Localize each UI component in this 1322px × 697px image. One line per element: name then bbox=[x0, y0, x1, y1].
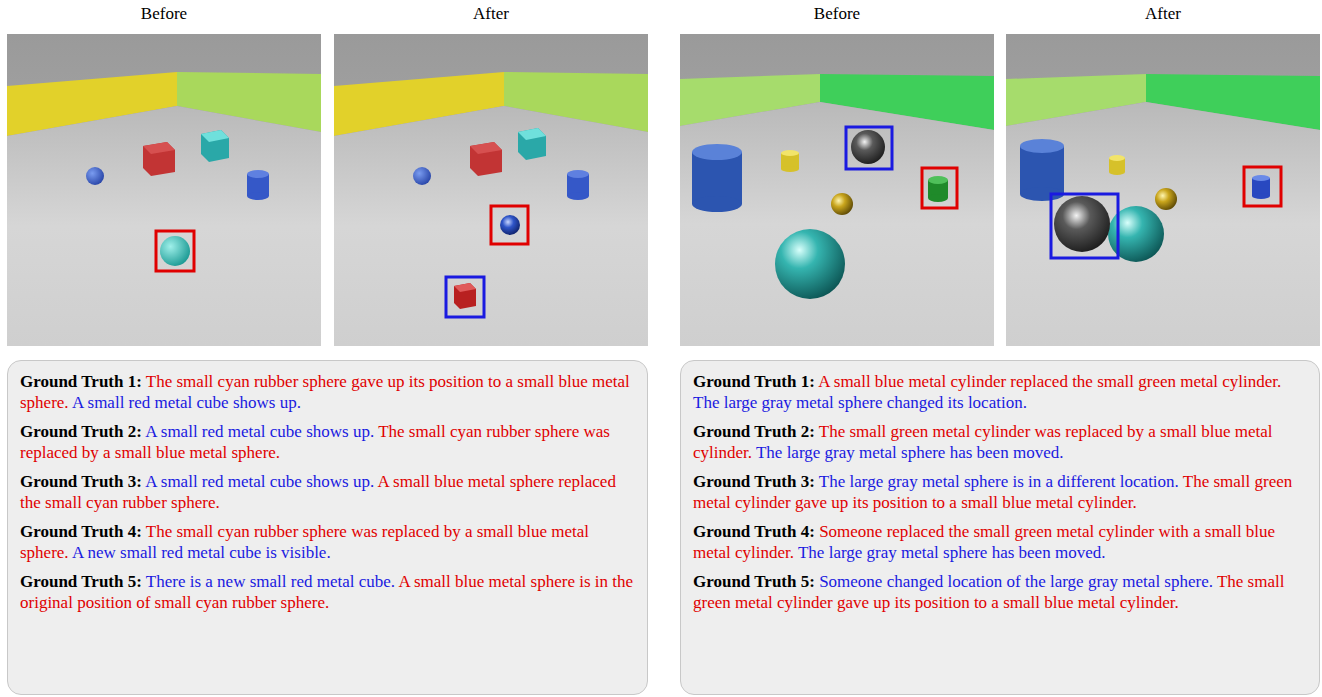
entry-label: Ground Truth 1: bbox=[693, 372, 815, 391]
entry-label: Ground Truth 3: bbox=[20, 472, 142, 491]
ground-truth-entry: Ground Truth 4: Someone replaced the sma… bbox=[693, 521, 1307, 563]
ground-truth-entry: Ground Truth 5: Someone changed location… bbox=[693, 571, 1307, 613]
panel-title: Before bbox=[141, 4, 187, 24]
panel-title: After bbox=[473, 4, 509, 24]
caption-sentence: The large gray metal sphere has been mov… bbox=[798, 543, 1105, 562]
entry-label: Ground Truth 5: bbox=[20, 572, 142, 591]
caption-sentence: The large gray metal sphere is in a diff… bbox=[819, 472, 1179, 491]
entry-label: Ground Truth 4: bbox=[693, 522, 815, 541]
caption-sentence: Someone changed location of the large gr… bbox=[819, 572, 1213, 591]
caption-sentence: The large gray metal sphere has been mov… bbox=[756, 443, 1063, 462]
scene-image bbox=[680, 34, 994, 346]
ground-truth-entry: Ground Truth 2: The small green metal cy… bbox=[693, 421, 1307, 463]
scene-image bbox=[7, 34, 321, 346]
entry-label: Ground Truth 3: bbox=[693, 472, 815, 491]
ground-truth-entry: Ground Truth 4: The small cyan rubber sp… bbox=[20, 521, 635, 563]
caption-panel: Ground Truth 1: A small blue metal cylin… bbox=[680, 360, 1320, 695]
ground-truth-entry: Ground Truth 1: A small blue metal cylin… bbox=[693, 371, 1307, 413]
entry-label: Ground Truth 5: bbox=[693, 572, 815, 591]
scene-image bbox=[334, 34, 648, 346]
caption-sentence: A new small red metal cube is visible. bbox=[72, 543, 331, 562]
caption-sentence: The large gray metal sphere changed its … bbox=[693, 393, 1027, 412]
entry-label: Ground Truth 2: bbox=[20, 422, 142, 441]
ground-truth-entry: Ground Truth 1: The small cyan rubber sp… bbox=[20, 371, 635, 413]
entry-label: Ground Truth 1: bbox=[20, 372, 142, 391]
ground-truth-entry: Ground Truth 2: A small red metal cube s… bbox=[20, 421, 635, 463]
panel-title: After bbox=[1145, 4, 1181, 24]
caption-sentence: A small red metal cube shows up. bbox=[72, 393, 301, 412]
caption-sentence: There is a new small red metal cube. bbox=[146, 572, 395, 591]
caption-sentence: A small red metal cube shows up. bbox=[145, 472, 374, 491]
ground-truth-entry: Ground Truth 5: There is a new small red… bbox=[20, 571, 635, 613]
panel-title: Before bbox=[814, 4, 860, 24]
entry-label: Ground Truth 4: bbox=[20, 522, 142, 541]
scene-image bbox=[1006, 34, 1320, 346]
caption-sentence: A small red metal cube shows up. bbox=[145, 422, 374, 441]
caption-sentence: A small blue metal cylinder replaced the… bbox=[818, 372, 1281, 391]
entry-label: Ground Truth 2: bbox=[693, 422, 815, 441]
caption-panel: Ground Truth 1: The small cyan rubber sp… bbox=[7, 360, 648, 695]
ground-truth-entry: Ground Truth 3: A small red metal cube s… bbox=[20, 471, 635, 513]
ground-truth-entry: Ground Truth 3: The large gray metal sph… bbox=[693, 471, 1307, 513]
